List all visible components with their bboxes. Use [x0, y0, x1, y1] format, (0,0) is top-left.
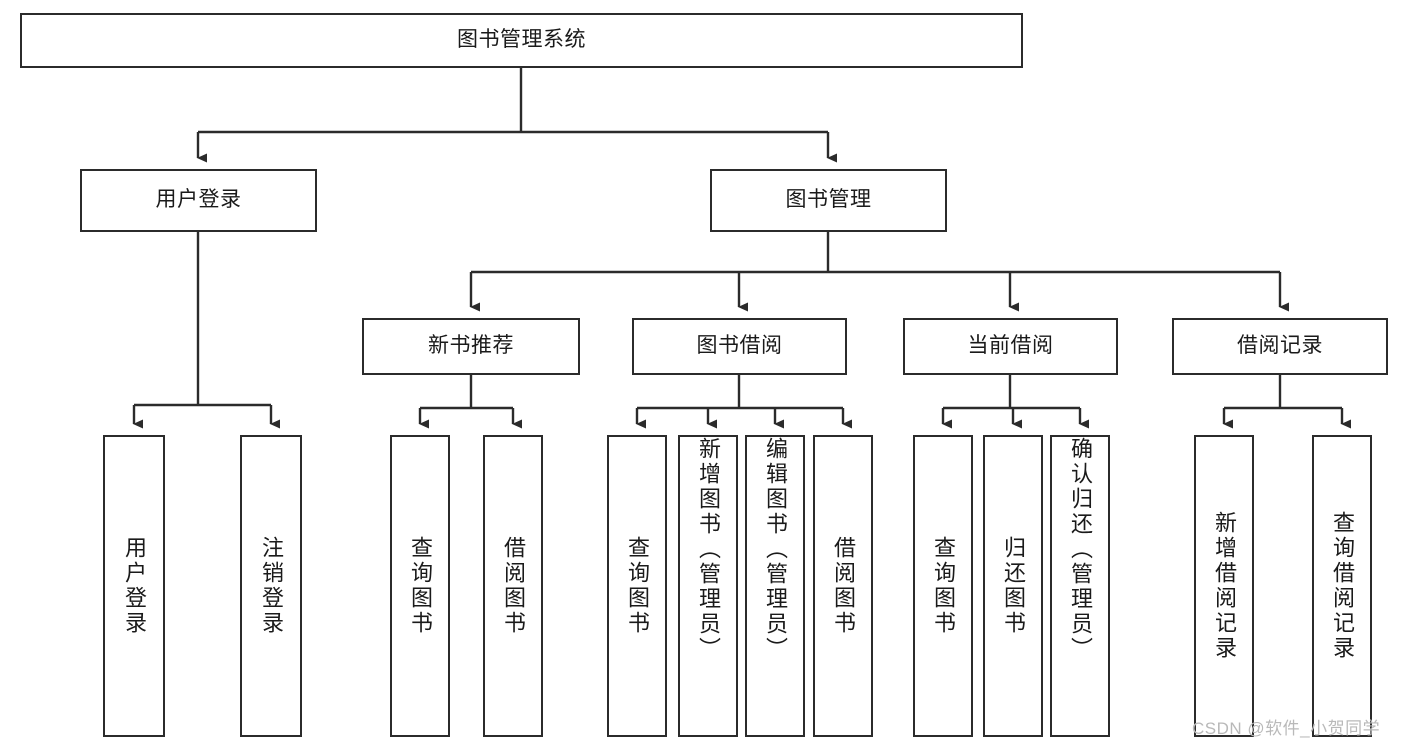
node-book-borrow-label: 图书借阅 [696, 334, 783, 358]
node-borrow-record[interactable]: 借阅记录 [1172, 318, 1388, 375]
node-book-borrow[interactable]: 图书借阅 [632, 318, 847, 375]
leaf-node-label: 查询图书 [625, 536, 650, 636]
node-root[interactable]: 图书管理系统 [20, 13, 1023, 68]
node-user-login[interactable]: 用户登录 [80, 169, 317, 232]
leaf-node-label: 注销登录 [259, 536, 284, 636]
leaf-node[interactable]: 借阅图书 [813, 435, 873, 737]
leaf-node[interactable]: 注销登录 [240, 435, 302, 737]
leaf-node[interactable]: 查询图书 [607, 435, 667, 737]
leaf-node-label: 查询图书 [931, 536, 956, 636]
connector-lines [132, 68, 1351, 429]
leaf-node[interactable]: 借阅图书 [483, 435, 543, 737]
leaf-node-label: 用户登录 [122, 536, 147, 636]
leaf-node-label: 查询图书 [408, 536, 433, 636]
node-current-borrow[interactable]: 当前借阅 [903, 318, 1118, 375]
node-book-management[interactable]: 图书管理 [710, 169, 947, 232]
leaf-node[interactable]: 编辑图书（管理员） [745, 435, 805, 737]
leaf-node[interactable]: 用户登录 [103, 435, 165, 737]
leaf-node[interactable]: 查询借阅记录 [1312, 435, 1372, 737]
leaf-node-label: 编辑图书（管理员） [763, 437, 788, 662]
leaf-node-label: 归还图书 [1001, 536, 1026, 636]
leaf-node-label: 确认归还（管理员） [1068, 437, 1093, 662]
leaf-node[interactable]: 查询图书 [913, 435, 973, 737]
leaf-node-label: 新增图书（管理员） [696, 437, 721, 662]
leaf-node[interactable]: 确认归还（管理员） [1050, 435, 1110, 737]
leaf-node-label: 查询借阅记录 [1330, 511, 1355, 661]
node-borrow-record-label: 借阅记录 [1237, 334, 1323, 358]
node-root-label: 图书管理系统 [457, 28, 586, 52]
node-user-login-label: 用户登录 [155, 188, 242, 212]
leaf-node[interactable]: 新增借阅记录 [1194, 435, 1254, 737]
leaf-node[interactable]: 新增图书（管理员） [678, 435, 738, 737]
leaf-node-label: 新增借阅记录 [1212, 511, 1237, 661]
node-new-book-recommend-label: 新书推荐 [428, 334, 514, 358]
node-book-management-label: 图书管理 [785, 188, 872, 212]
leaf-node-label: 借阅图书 [831, 536, 856, 636]
node-new-book-recommend[interactable]: 新书推荐 [362, 318, 580, 375]
node-current-borrow-label: 当前借阅 [967, 334, 1054, 358]
leaf-node-label: 借阅图书 [501, 536, 526, 636]
leaf-node[interactable]: 查询图书 [390, 435, 450, 737]
leaf-node[interactable]: 归还图书 [983, 435, 1043, 737]
